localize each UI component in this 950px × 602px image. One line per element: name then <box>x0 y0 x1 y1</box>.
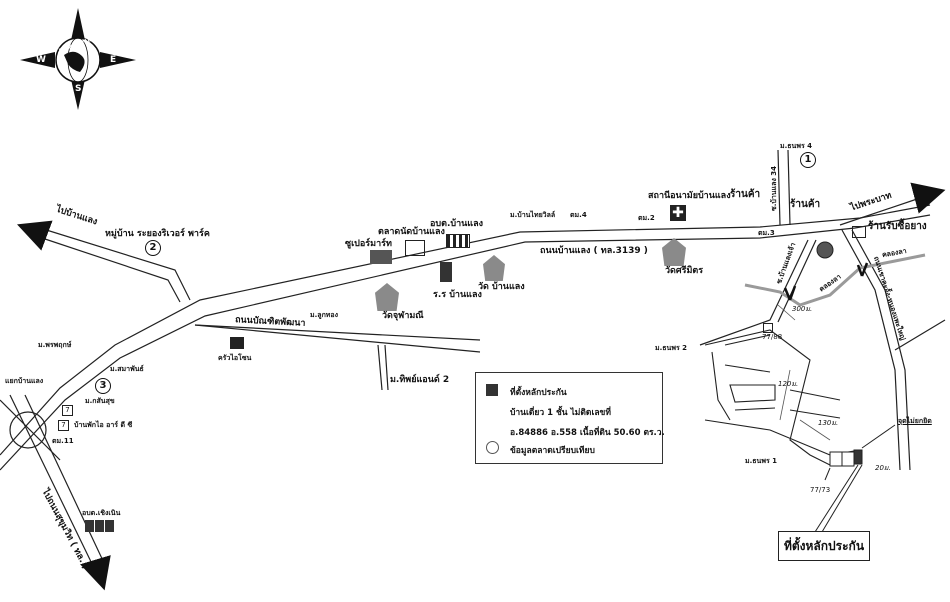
compass-north <box>70 8 86 45</box>
soi-34-label: ซ.บ้านแลง 34 <box>769 166 778 211</box>
kitchen-icon <box>230 337 244 349</box>
subject-lot <box>853 449 863 465</box>
mu-ban-thip-label: ม.ทิพย์แอนด์ 2 <box>390 375 450 385</box>
house-7788-label: 77/88 <box>762 333 783 341</box>
observation-point-label: จุดไม่ยกยิด <box>898 417 932 425</box>
khao-khrua-road <box>841 229 946 471</box>
marker-2: 2 <box>145 240 161 256</box>
wat-chuphamani-label: วัดจุฬามณี <box>382 311 424 321</box>
compass-e: E <box>110 55 117 65</box>
legend-subject-detail: อ.84886 อ.558 เนื้อที่ดิน 50.60 ตร.ว. <box>510 428 665 438</box>
arrow-phra-bat <box>910 182 946 214</box>
mu-ban-somphan-label: ม.สมาพันธ์ <box>110 365 144 373</box>
school-label: ร.ร บ้านแลง <box>433 290 482 300</box>
rubber-shop-label: ร้านรับซื้อยาง <box>868 221 927 232</box>
comparable-swatch <box>486 441 499 454</box>
shop-1-label: ร้านค้า <box>730 189 761 200</box>
legend-subject-label: ที่ตั้งหลักประกัน <box>510 388 567 398</box>
arrow-ban-laem <box>17 220 53 251</box>
mu-ban-sansuk-label: ม.กสันสุข <box>85 397 115 405</box>
intersection-label: แยกบ้านแลง <box>5 377 44 385</box>
main-road-label: ถนนบ้านแลง ( ทล.3139 ) <box>540 246 648 256</box>
subject-swatch <box>486 384 498 396</box>
roundabout <box>9 411 47 449</box>
house-7788-icon <box>763 323 773 333</box>
obt-cherngnoen-label: อบต.เชิงเนิน <box>82 509 121 517</box>
distance-300: 300ม. <box>792 305 813 313</box>
mu-ban-4-label: ม.ธนพร 4 <box>780 142 813 150</box>
compass-w: W <box>36 55 46 65</box>
legend-comparables-label: ข้อมูลตลาดเปรียบเทียบ <box>510 446 595 456</box>
compass-east <box>100 52 136 68</box>
distance-120: 120ม. <box>778 380 799 388</box>
health-cross-icon: ✚ <box>670 205 686 221</box>
marker-1: 1 <box>800 152 816 168</box>
marker-3: 3 <box>95 378 111 394</box>
road-to-sukhumvit <box>0 394 106 571</box>
police-3-label: ตม.3 <box>758 229 775 237</box>
arrow-sukhumvit <box>80 555 111 591</box>
police-11-label: ตม.11 <box>52 437 74 445</box>
shop-2-label: ร้านค้า <box>790 199 821 210</box>
water-tank-icon <box>816 241 834 259</box>
legend-subject-desc: บ้านเดี่ยว 1 ชั้น ไม่ติดเลขที่ <box>510 408 611 418</box>
ird-house-label: บ้านพักไอ อาร์ ดี ซี <box>74 421 133 429</box>
soi-34-road <box>777 149 791 226</box>
subject-callout: ที่ตั้งหลักประกัน <box>778 531 870 561</box>
second-road <box>194 324 481 391</box>
mu-ban-praphut-label: ม.พรพฤกษ์ <box>38 341 72 349</box>
mu-ban-2-label: ม.ธนพร 2 <box>655 344 688 352</box>
compass-west <box>20 52 55 68</box>
obt-building-icon <box>446 234 470 248</box>
road-to-ban-laem <box>39 227 191 303</box>
distance-20: 20ม. <box>875 464 891 472</box>
police-2-label: ตม.2 <box>638 214 655 222</box>
distance-130: 130ม. <box>818 419 839 427</box>
subdivision-roads <box>704 329 861 466</box>
market-label: ตลาดนัดบ้านแลง <box>378 227 445 237</box>
mu-ban-river-label: หมู่บ้าน ระยองริเวอร์ พาร์ค <box>105 229 210 239</box>
kitchen-label: ครัวไอโซน <box>218 354 252 362</box>
compass-s: S <box>75 84 82 94</box>
seven-eleven-icon-2: 7 <box>58 420 69 431</box>
canal <box>744 253 926 307</box>
compass-rose <box>20 8 136 110</box>
police-4-label: ตม.4 <box>570 211 587 219</box>
mu-ban-lukthong-label: ม.ลูกทอง <box>310 311 339 319</box>
subject-lots <box>829 449 863 467</box>
school-icon <box>440 262 452 282</box>
obt-label: อบต.บ้านแลง <box>430 219 484 229</box>
wat-ban-laeng-label: วัด บ้านแลง <box>478 282 525 292</box>
health-center-label: สถานีอนามัยบ้านแลง <box>648 191 731 201</box>
bridge-icons <box>783 262 869 301</box>
soi-road-south <box>699 239 817 346</box>
compass-south <box>70 75 86 110</box>
supermarket-label: ซูเปอร์มาร์ท <box>345 239 392 249</box>
obt-cherngnoen-icon <box>85 520 115 532</box>
callout-line <box>814 424 896 533</box>
supermarket-icon <box>370 250 392 264</box>
wat-ban-laeng-icon <box>483 255 505 281</box>
distance-markers <box>777 304 831 441</box>
wat-si-mongkhon-label: วัดศรีมิตร <box>665 266 704 276</box>
road-to-phra-bat <box>839 197 921 226</box>
house-7773-label: 77/73 <box>810 486 831 494</box>
seven-eleven-icon: 7 <box>62 405 73 416</box>
market-icon <box>405 240 425 256</box>
main-road <box>0 204 931 471</box>
rubber-shop-icon <box>852 226 866 238</box>
mu-ban-1-label: ม.ธนพร 1 <box>745 457 778 465</box>
map-legend: ที่ตั้งหลักประกัน บ้านเดี่ยว 1 ชั้น ไม่ต… <box>475 372 665 464</box>
mu-ban-thai-label: ม.บ้านไทยวิลล์ <box>510 211 556 219</box>
